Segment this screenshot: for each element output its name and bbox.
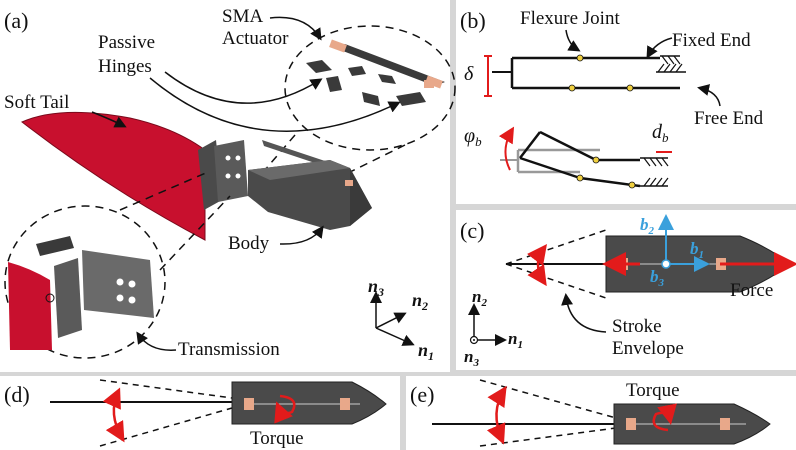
stroke-pointer-arrow xyxy=(561,293,607,333)
panel-a-frame-axes xyxy=(370,291,415,346)
panel-e: (e) Torque xyxy=(406,376,796,450)
soft-tail-label: Soft Tail xyxy=(4,92,69,113)
stroke-label-line1: Stroke xyxy=(612,316,662,337)
panel-a-n1: n1 xyxy=(418,340,434,363)
panel-c-tag: (c) xyxy=(460,218,484,243)
transmission-part xyxy=(198,140,248,210)
panel-c: (c) Force b2 b1 b3 n2 n1 n3 Stroke Env xyxy=(456,210,796,370)
zoom-line-3 xyxy=(119,171,209,211)
phi-b-symbol: φb xyxy=(464,125,482,149)
torque-label-d: Torque xyxy=(250,428,304,449)
free-end-label: Free End xyxy=(694,108,764,129)
panel-b-tag: (b) xyxy=(460,8,486,33)
zoom-line-2 xyxy=(349,144,406,173)
flexure-pointer-arrow xyxy=(565,29,581,52)
stroke-envelope-bottom xyxy=(505,263,607,299)
sma-label-line1: SMA xyxy=(222,6,263,27)
panel-e-tag: (e) xyxy=(410,382,434,407)
fish-topview-d xyxy=(231,381,387,425)
zoom-circle-actuator xyxy=(284,25,456,151)
flexure-linkage-straight xyxy=(492,54,686,92)
free-end-pointer-arrow xyxy=(697,84,721,107)
torque-arrow-e xyxy=(652,403,677,432)
fish-topview-e xyxy=(613,403,771,445)
sma-pointer-arrow xyxy=(269,16,322,41)
delta-symbol: δ xyxy=(464,63,474,85)
hinges-pointer-arrow-2 xyxy=(149,77,401,132)
stroke-sweep-arrow-c xyxy=(527,243,547,287)
phi-b-arrow xyxy=(498,126,515,171)
panel-b-background xyxy=(456,0,796,204)
panel-c-n1: n1 xyxy=(508,329,523,351)
stroke-sweep-arrow-e xyxy=(486,385,507,445)
panel-b: (b) Flexure Joint Fixed End Free End δ xyxy=(456,0,796,204)
body-label: Body xyxy=(228,233,270,254)
transmission-pointer-arrow xyxy=(136,331,177,351)
panel-c-frame-axes xyxy=(468,303,507,346)
panel-d-tag: (d) xyxy=(4,382,30,407)
torque-label-e: Torque xyxy=(626,380,680,401)
panel-a-n2: n2 xyxy=(412,290,428,313)
fixed-end-label: Fixed End xyxy=(672,30,751,51)
hinges-pointer-arrow-1 xyxy=(164,71,323,104)
body-pointer-arrow xyxy=(279,225,324,245)
d-b-symbol: db xyxy=(652,121,669,145)
panel-a-tag: (a) xyxy=(4,8,28,33)
hinges-label-line1: Passive xyxy=(98,32,155,53)
b2-label: b2 xyxy=(640,215,655,237)
b3-axis-dot xyxy=(661,259,671,269)
b3-label: b3 xyxy=(650,267,665,289)
panel-a: (a) SMA Actuator Passive Hinges xyxy=(0,0,456,372)
flexure-linkage-deflected xyxy=(500,130,669,189)
panel-a-n3: n3 xyxy=(368,276,384,299)
soft-tail-pointer-arrow xyxy=(91,111,127,128)
soft-tail xyxy=(21,111,206,241)
torque-arrow-d xyxy=(274,394,296,424)
transmission-zoom-detail xyxy=(8,236,154,350)
panel-c-n2: n2 xyxy=(472,287,487,309)
stroke-sweep-arrow-d xyxy=(102,387,125,443)
stroke-envelope-top xyxy=(505,229,607,265)
zoom-circle-transmission xyxy=(4,205,166,359)
passive-hinge-parts xyxy=(306,60,434,106)
sma-label-line2: Actuator xyxy=(222,28,289,49)
panel-c-n3: n3 xyxy=(464,347,479,369)
panel-d: (d) Torque xyxy=(0,376,400,450)
transmission-label: Transmission xyxy=(178,339,280,360)
envelope-top-d xyxy=(99,379,233,399)
b1-label: b1 xyxy=(690,239,704,261)
hinges-label-line2: Hinges xyxy=(98,56,152,77)
flexure-label: Flexure Joint xyxy=(520,8,620,29)
fixed-end-pointer-arrow xyxy=(646,37,673,59)
stroke-label-line2: Envelope xyxy=(612,338,684,359)
zoom-line-4 xyxy=(159,195,231,271)
fish-body xyxy=(248,160,372,230)
force-label: Force xyxy=(730,280,773,301)
